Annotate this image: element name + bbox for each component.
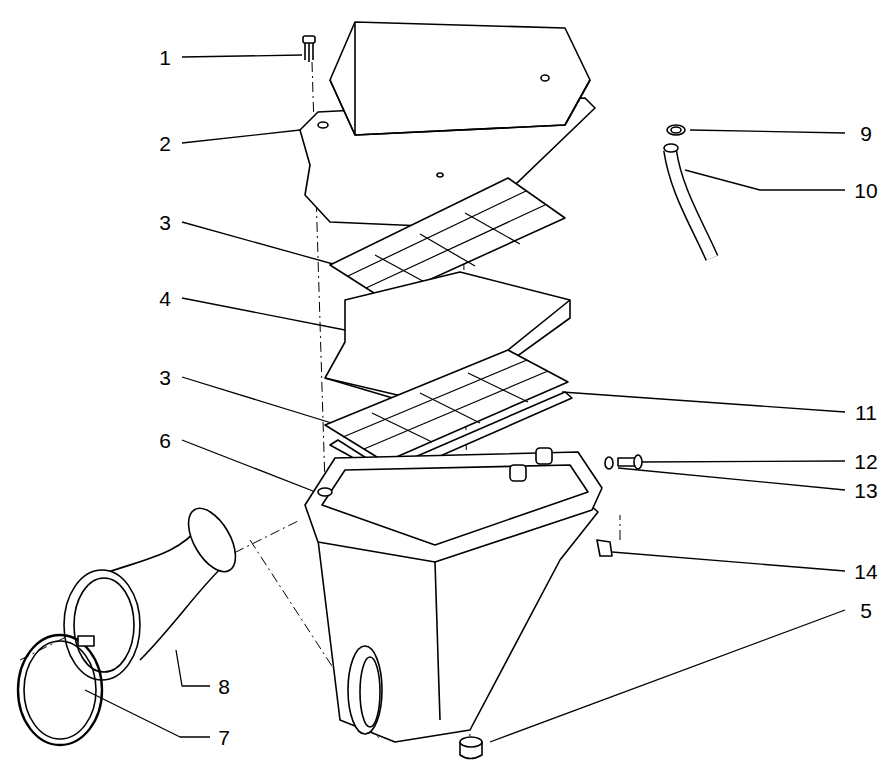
callout-number: 13	[853, 480, 878, 501]
callout-number: 14	[853, 561, 878, 582]
callout-number: 2	[158, 133, 172, 154]
callout-number: 10	[853, 180, 878, 201]
callout-number: 5	[859, 600, 873, 621]
callout-number: 11	[854, 402, 878, 423]
callout-number: 7	[217, 727, 231, 748]
callout-number: 3	[158, 367, 172, 388]
callout-number: 3	[158, 212, 172, 233]
callout-number: 8	[217, 676, 231, 697]
callout-number: 1	[158, 47, 172, 68]
callout-number: 6	[158, 430, 172, 451]
callout-number: 4	[158, 288, 172, 309]
callout-number: 12	[853, 451, 878, 472]
callout-number: 9	[859, 123, 873, 144]
